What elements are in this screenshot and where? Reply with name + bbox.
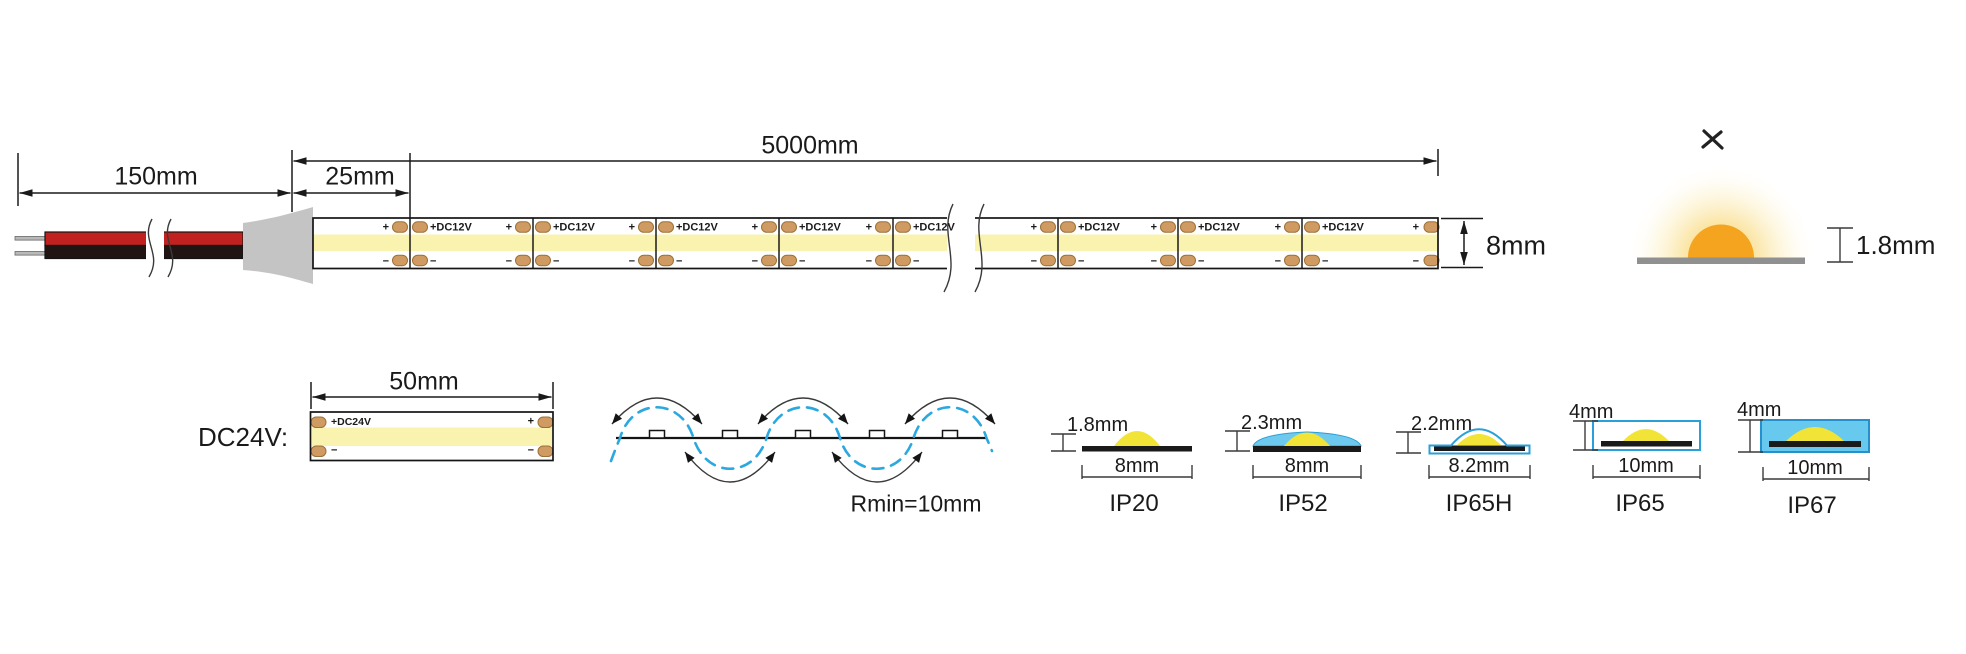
- bend-arrow: [611, 397, 703, 425]
- ip67-height-label: 4mm: [1737, 399, 1782, 421]
- pcb-bar: [1253, 446, 1361, 452]
- ip52-width-label: 8mm: [1284, 455, 1330, 477]
- ip65h-width-label: 8.2mm: [1448, 455, 1510, 477]
- led-dome: [1457, 434, 1501, 445]
- ip52-cross-section: [1225, 430, 1362, 479]
- dim-150mm-label: 150mm: [114, 162, 198, 191]
- strip-glow-side-view: [1628, 129, 1853, 264]
- strip-connector: [243, 207, 313, 284]
- dim-50mm-label: 50mm: [389, 367, 459, 396]
- pcb-bar: [1434, 445, 1525, 451]
- bend-radius-label: Rmin=10mm: [850, 490, 982, 517]
- cob-led-band: [314, 234, 1437, 251]
- dim-5000mm-label: 5000mm: [761, 131, 859, 160]
- bend-wave: [609, 405, 994, 471]
- dc24v-prefix-label: DC24V:: [198, 422, 289, 452]
- coating-shell: [1428, 428, 1531, 455]
- dc24v-strip-segment: [309, 382, 554, 462]
- dc24v-plus-marking: +: [527, 415, 534, 428]
- dim-25mm-label: 25mm: [325, 162, 395, 191]
- led-strip-body: [312, 203, 1440, 293]
- glow-height-label: 1.8mm: [1856, 230, 1936, 260]
- pcb-bar: [1601, 441, 1692, 447]
- ip65-cross-section: [1573, 420, 1701, 479]
- bend-arrow: [684, 451, 776, 483]
- led-dome: [1623, 429, 1669, 441]
- bend-arrow: [757, 397, 849, 425]
- dc24v-voltage-marking: +DC24V: [331, 415, 371, 428]
- ip65-width-label: 10mm: [1618, 455, 1674, 477]
- ip65-name-label: IP65: [1615, 490, 1665, 517]
- led-dome: [1114, 431, 1160, 446]
- bend-arrow: [904, 397, 996, 425]
- wire-lead: [14, 218, 244, 278]
- ip20-name-label: IP20: [1109, 490, 1159, 517]
- strip-break-line: [943, 203, 954, 293]
- dc24v-minus-marking: −: [527, 444, 534, 457]
- bend-arrow: [831, 451, 923, 483]
- dc24v-minus-marking: −: [331, 444, 338, 457]
- ip65h-height-label: 2.2mm: [1411, 413, 1473, 435]
- pcb-bar: [1769, 441, 1861, 447]
- wire-break-line: [147, 218, 155, 278]
- led-dome: [1688, 224, 1754, 258]
- solder-pads-and-cutlines: [392, 217, 1440, 269]
- x-mark-icon: [1701, 129, 1724, 150]
- led-dome: [1786, 427, 1844, 441]
- dim-8mm-label: 8mm: [1486, 230, 1546, 261]
- ip65-height-label: 4mm: [1569, 401, 1614, 423]
- strip-break-line: [974, 203, 985, 293]
- strip-outline: [312, 217, 1439, 270]
- ip20-cross-section: [1051, 431, 1193, 479]
- ip67-width-label: 10mm: [1787, 457, 1843, 479]
- pcb-bar: [1082, 446, 1192, 452]
- ip65h-name-label: IP65H: [1445, 490, 1513, 517]
- ip65h-cross-section: [1396, 428, 1531, 479]
- dimension-lines: [17, 149, 1483, 269]
- ip67-cross-section: [1738, 419, 1870, 481]
- bend-radius-diagram: [609, 397, 996, 483]
- ip20-width-label: 8mm: [1114, 455, 1160, 477]
- wire-break-line: [166, 218, 174, 278]
- strip-base: [1637, 257, 1805, 264]
- ip52-height-label: 2.3mm: [1241, 412, 1303, 434]
- ip67-name-label: IP67: [1787, 492, 1837, 519]
- ip20-height-label: 1.8mm: [1067, 414, 1129, 436]
- ip52-name-label: IP52: [1278, 490, 1328, 517]
- light-glow: [1628, 164, 1814, 258]
- led-dome: [1284, 432, 1330, 446]
